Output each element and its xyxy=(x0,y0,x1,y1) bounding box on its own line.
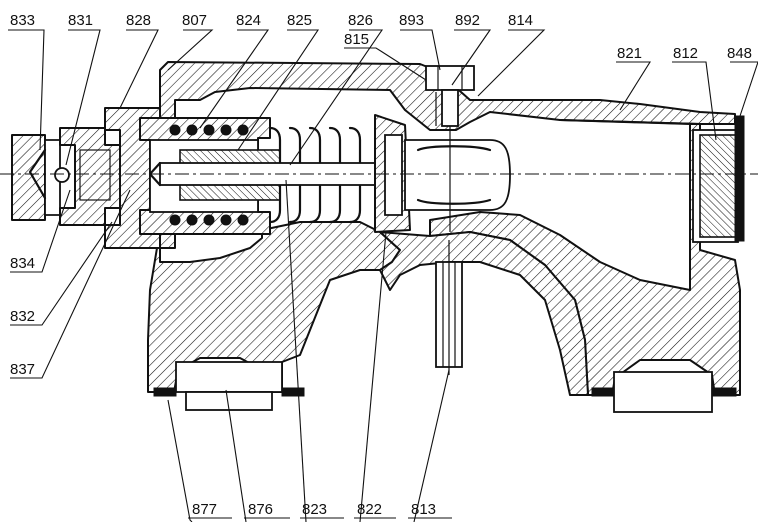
callout-815: 815 xyxy=(344,31,369,48)
callout-826: 826 xyxy=(348,12,373,29)
callout-876: 876 xyxy=(248,501,273,518)
callout-825: 825 xyxy=(287,12,312,29)
callout-831: 831 xyxy=(68,12,93,29)
left-end-fitting xyxy=(11,107,161,249)
callout-821: 821 xyxy=(617,45,642,62)
callout-823: 823 xyxy=(302,501,327,518)
bottom-outlets xyxy=(153,361,737,413)
callout-labels: 833 831 828 807 824 825 826 893 892 814 … xyxy=(10,12,752,518)
callout-828: 828 xyxy=(126,12,151,29)
callout-832: 832 xyxy=(10,308,35,325)
callout-834: 834 xyxy=(10,255,35,272)
right-flange xyxy=(692,115,745,243)
callout-822: 822 xyxy=(357,501,382,518)
valve-body xyxy=(147,61,741,396)
top-bolt xyxy=(425,65,475,127)
callout-877: 877 xyxy=(192,501,217,518)
callout-824: 824 xyxy=(236,12,261,29)
callout-893: 893 xyxy=(399,12,424,29)
callout-814: 814 xyxy=(508,12,533,29)
callout-837: 837 xyxy=(10,361,35,378)
callout-848: 848 xyxy=(727,45,752,62)
spring-housing xyxy=(139,114,411,235)
callout-807: 807 xyxy=(182,12,207,29)
callout-812: 812 xyxy=(673,45,698,62)
callout-833: 833 xyxy=(10,12,35,29)
callout-892: 892 xyxy=(455,12,480,29)
leader-lines xyxy=(8,29,758,522)
lower-spindle xyxy=(435,240,463,375)
valve-plug xyxy=(404,120,511,232)
inner-spring-coils xyxy=(169,124,249,226)
callout-813: 813 xyxy=(411,501,436,518)
